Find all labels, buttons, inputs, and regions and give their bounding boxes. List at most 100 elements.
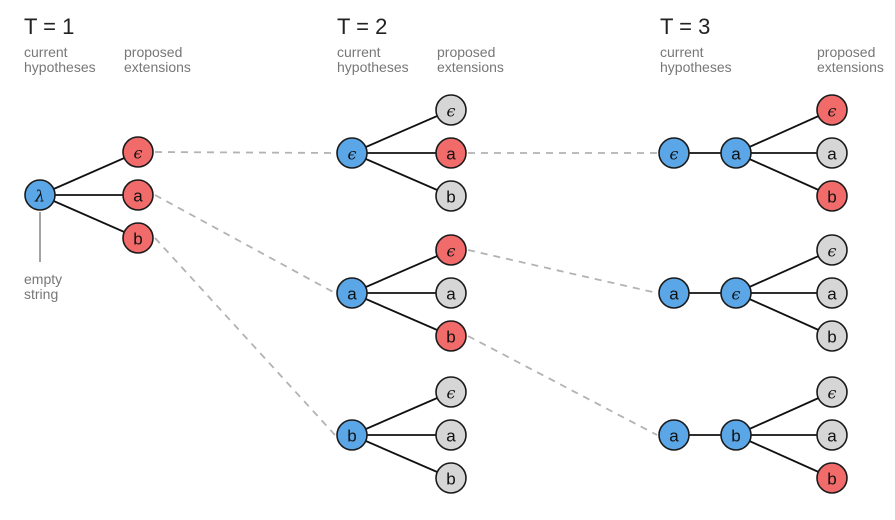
tree-4-child-2-label: a (446, 427, 456, 446)
tree-1-child-2: a (122, 179, 154, 211)
tree-7-child-3-circle (816, 462, 848, 494)
tree-4-root-node-circle (336, 419, 368, 451)
tree-6-child-2-circle (816, 277, 848, 309)
tree-5-child-1-label: ϵ (828, 102, 837, 121)
tree-7-child-3-label: b (827, 470, 836, 489)
tree-2-edge-3 (351, 152, 452, 197)
tree-2-child-2: a (435, 137, 467, 169)
tree-6-prefix-node: a (658, 277, 690, 309)
transition-link-5 (467, 249, 658, 294)
tree-1-child-1-circle (122, 136, 154, 168)
tree-5-edge-3 (735, 152, 833, 197)
tree-7-child-1-circle (816, 376, 848, 408)
tree-6-child-1: ϵ (816, 234, 848, 266)
tree-4-child-1: ϵ (435, 376, 467, 408)
tree-3-child-2: a (435, 277, 467, 309)
tree-6-prefix-node-circle (658, 277, 690, 309)
tree-7-root-node: b (720, 419, 752, 451)
tree-4-root-node: b (336, 419, 368, 451)
tree-7-root-node-label: b (731, 427, 740, 446)
tree-5-child-1: ϵ (816, 94, 848, 126)
transition-link-1 (154, 151, 336, 154)
tree-4-edge-3 (351, 434, 452, 479)
tree-1-edge-1 (39, 151, 139, 196)
tree-6-child-2-label: a (827, 285, 837, 304)
tree-5-root-node-circle (720, 137, 752, 169)
tree-5-edge-1 (735, 109, 833, 154)
tree-7-child-3: b (816, 462, 848, 494)
tree-5-prefix-node-label: ϵ (670, 145, 679, 164)
tree-3-child-2-circle (435, 277, 467, 309)
tree-2-edge-1 (351, 109, 452, 154)
tree-1-child-2-label: a (133, 187, 143, 206)
tree-4-child-2-circle (435, 419, 467, 451)
tree-7-edge-3 (735, 434, 833, 479)
tree-6-root-node-circle (720, 277, 752, 309)
tree-7-prefix-node-label: a (669, 427, 679, 446)
tree-2-child-3-label: b (446, 188, 455, 207)
tree-4-child-1-label: ϵ (447, 384, 456, 403)
tree-5-child-3-label: b (827, 188, 836, 207)
tree-1-child-1-label: ϵ (134, 144, 143, 163)
tree-7-prefix-node: a (658, 419, 690, 451)
transition-link-2 (154, 194, 336, 294)
tree-6-prefix-node-label: a (669, 285, 679, 304)
tree-4-root-node-label: b (347, 427, 356, 446)
tree-2-child-1-label: ϵ (447, 102, 456, 121)
tree-3-child-2-label: a (446, 285, 456, 304)
tree-3-child-1-label: ϵ (447, 242, 456, 261)
step-2-proposed-label: proposed extensions (437, 44, 504, 75)
tree-3-child-3: b (435, 320, 467, 352)
step-1-current-label: current hypotheses (24, 44, 96, 75)
step-2-current-label: current hypotheses (337, 44, 409, 75)
tree-2-root-node: ϵ (336, 137, 368, 169)
tree-6-root-node: ϵ (720, 277, 752, 309)
tree-5-child-2-circle (816, 137, 848, 169)
tree-7-root-node-circle (720, 419, 752, 451)
tree-6-child-3-circle (816, 320, 848, 352)
tree-6-edge-3 (735, 292, 833, 337)
tree-7-child-2-circle (816, 419, 848, 451)
tree-3-root-node-label: a (347, 285, 357, 304)
tree-6-child-3-label: b (827, 328, 836, 347)
tree-2-root-node-label: ϵ (348, 145, 357, 164)
tree-1-root-node-label: λ (34, 187, 45, 206)
tree-1-child-2-circle (122, 179, 154, 211)
tree-6-root-node-label: ϵ (732, 285, 741, 304)
tree-6-child-2: a (816, 277, 848, 309)
tree-4-child-3-label: b (446, 470, 455, 489)
tree-5-child-3: b (816, 180, 848, 212)
tree-5-prefix-node: ϵ (658, 137, 690, 169)
tree-4-child-1-circle (435, 376, 467, 408)
tree-1-child-3-label: b (133, 230, 142, 249)
tree-7-edge-1 (735, 391, 833, 436)
tree-6-edge-1 (735, 249, 833, 294)
tree-5-root-node-label: a (731, 145, 741, 164)
tree-5-child-2: a (816, 137, 848, 169)
tree-1-child-3: b (122, 222, 154, 254)
tree-1-root-node-circle (24, 179, 56, 211)
tree-3-edge-3 (351, 292, 452, 337)
step-3-proposed-label: proposed extensions (817, 44, 884, 75)
tree-5-root-node: a (720, 137, 752, 169)
tree-3-child-1-circle (435, 234, 467, 266)
tree-3-root-node: a (336, 277, 368, 309)
tree-3-root-node-circle (336, 277, 368, 309)
tree-3-edge-1 (351, 249, 452, 294)
transition-link-6 (467, 335, 658, 436)
tree-3-child-1: ϵ (435, 234, 467, 266)
tree-3-child-3-label: b (446, 328, 455, 347)
step-1-proposed-label: proposed extensions (124, 44, 191, 75)
tree-1-edge-3 (39, 194, 139, 239)
tree-7-child-1-label: ϵ (828, 384, 837, 403)
tree-5-child-3-circle (816, 180, 848, 212)
tree-2-child-3: b (435, 180, 467, 212)
tree-3-child-3-circle (435, 320, 467, 352)
step-3-title: T = 3 (660, 14, 711, 39)
step-1-title: T = 1 (24, 14, 75, 39)
empty-string-annotation: empty string (24, 271, 63, 302)
step-3-current-label: current hypotheses (660, 44, 732, 75)
tree-1-root-node: λ (24, 179, 56, 211)
tree-4-edge-1 (351, 391, 452, 436)
